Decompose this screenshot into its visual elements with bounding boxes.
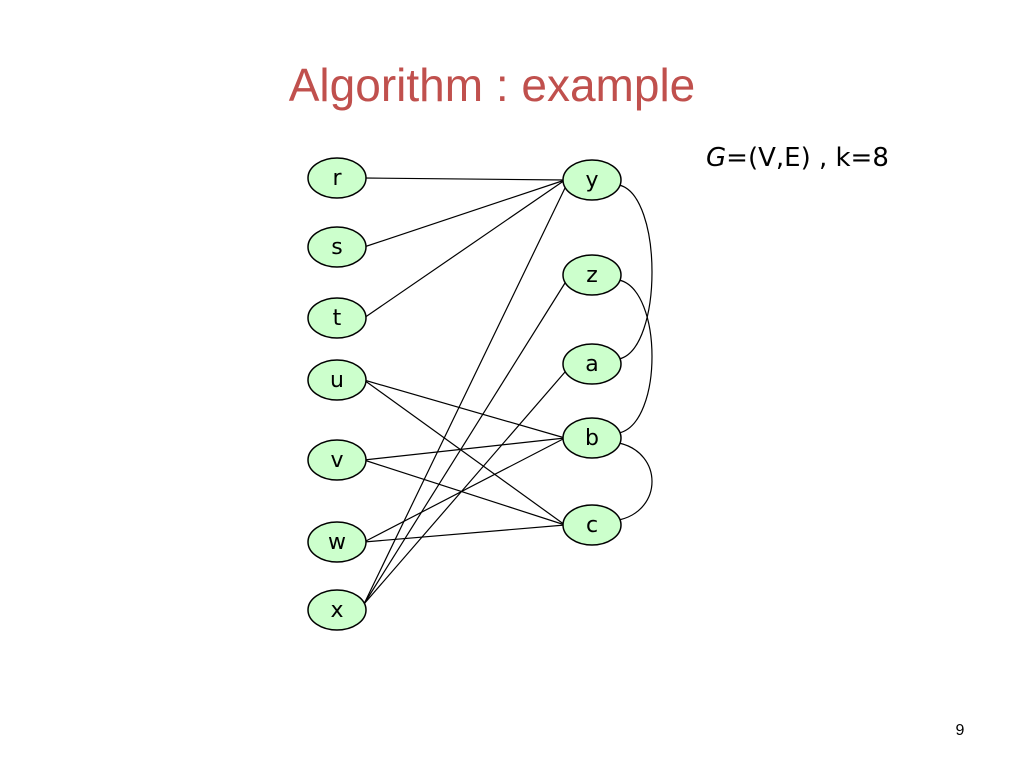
edge-x-a xyxy=(363,371,566,605)
node-ellipse xyxy=(307,439,367,481)
node-label: y xyxy=(585,168,598,193)
node-ellipse xyxy=(307,157,367,199)
node-ellipse xyxy=(562,417,622,459)
edge-x-z xyxy=(363,282,566,605)
right-node-y: y xyxy=(562,159,622,201)
node-ellipse xyxy=(307,359,367,401)
left-node-x: x xyxy=(307,589,367,631)
node-label: v xyxy=(330,448,343,473)
edge-u-c xyxy=(363,379,566,526)
node-ellipse xyxy=(562,159,622,201)
right-node-a: a xyxy=(562,343,622,385)
curved-edge-z-b xyxy=(618,279,653,434)
edge-w-c xyxy=(363,524,566,543)
curved-edge-y-a xyxy=(618,184,653,360)
node-ellipse xyxy=(307,589,367,631)
edge-w-b xyxy=(363,437,566,543)
right-node-b: b xyxy=(562,417,622,459)
graph-name: G xyxy=(706,143,727,173)
node-label: z xyxy=(586,263,598,288)
node-ellipse xyxy=(562,504,622,546)
left-node-w: w xyxy=(307,521,367,563)
slide-title: Algorithm : example xyxy=(288,59,696,111)
node-label: c xyxy=(586,513,598,538)
left-node-t: t xyxy=(307,297,367,339)
right-node-c: c xyxy=(562,504,622,546)
node-label: r xyxy=(332,166,342,191)
curved-edge-b-c xyxy=(618,442,653,521)
node-label: w xyxy=(328,530,346,555)
right-node-z: z xyxy=(562,254,622,296)
left-node-u: u xyxy=(307,359,367,401)
node-label: t xyxy=(333,306,342,331)
node-label: x xyxy=(330,598,343,623)
edge-s-y xyxy=(363,179,566,248)
nodes-layer: r s t u v w x y z a b c xyxy=(307,157,622,631)
edge-v-b xyxy=(363,437,566,461)
node-label: b xyxy=(585,426,599,451)
node-label: s xyxy=(331,235,342,260)
graph-definition-text: =(V,E) , k=8 xyxy=(726,143,889,173)
node-ellipse xyxy=(307,521,367,563)
graph-definition: G=(V,E) , k=8 xyxy=(706,143,889,173)
left-node-v: v xyxy=(307,439,367,481)
node-ellipse xyxy=(307,226,367,268)
edge-u-b xyxy=(363,379,566,439)
edge-v-c xyxy=(363,459,566,526)
left-node-r: r xyxy=(307,157,367,199)
node-label: u xyxy=(330,368,344,393)
node-ellipse xyxy=(307,297,367,339)
edge-x-y xyxy=(363,187,566,605)
left-node-s: s xyxy=(307,226,367,268)
page-number: 9 xyxy=(955,722,965,739)
node-ellipse xyxy=(562,254,622,296)
edges-layer xyxy=(363,177,653,605)
edge-r-y xyxy=(363,177,566,181)
edge-t-y xyxy=(363,179,566,319)
node-label: a xyxy=(585,352,598,377)
node-ellipse xyxy=(562,343,622,385)
